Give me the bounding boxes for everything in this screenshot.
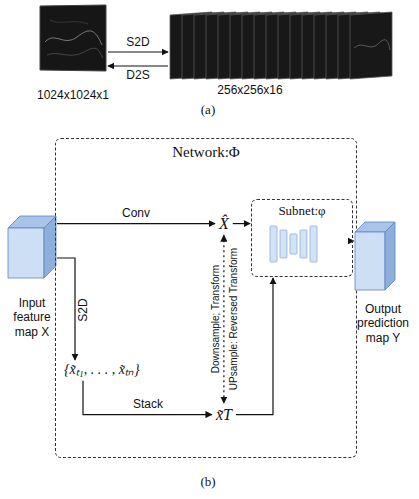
- network-frame: Network:Φ X̂ Subnet:φ {x̃ₜ₁, . . . , x̃ₜₙ} x…: [55, 138, 357, 458]
- panel-caption: (b): [199, 475, 216, 489]
- transform-label: UPsample: Reversed Transform: [227, 247, 238, 391]
- edge-label: S2D: [77, 296, 90, 323]
- layer-block: [300, 230, 307, 258]
- subnet-icon: [270, 226, 317, 262]
- frame-title: Network:Φ: [56, 143, 356, 161]
- dimension-label: 1024x1024x1: [28, 88, 118, 102]
- layer-block: [290, 234, 297, 254]
- frame-title: Subnet:φ: [252, 203, 352, 219]
- block-face: [355, 232, 385, 290]
- image-texture: [47, 48, 103, 58]
- image-texture: [50, 20, 88, 24]
- edge-label: Stack: [131, 398, 165, 411]
- input-image: 1024x1024x1: [40, 5, 106, 71]
- layer-block: [280, 230, 287, 258]
- arrow: [108, 65, 168, 66]
- transform-label: Downsample; Transform: [209, 264, 220, 374]
- arrow: [236, 278, 273, 415]
- feature-map-block: Input feature map X: [8, 216, 56, 278]
- edge-label: Conv: [120, 207, 152, 220]
- stack-frame: [350, 12, 392, 79]
- image-stack: 256x256x16: [170, 12, 392, 79]
- panel-caption: (a): [200, 103, 216, 117]
- block-label: Input feature map X: [5, 296, 59, 339]
- arrow: [57, 258, 75, 360]
- subnet-frame: Subnet:φ: [251, 199, 353, 277]
- math-node: x̃T: [213, 404, 235, 425]
- prediction-map-block: Output prediction map Y: [355, 222, 395, 290]
- dimension-label: 256x256x16: [200, 83, 300, 97]
- block-face: [8, 228, 44, 278]
- edge-label: S2D: [124, 36, 151, 49]
- math-symbol: {x̃ₜ₁, . . . , x̃ₜₙ}: [61, 361, 143, 380]
- block-label: Output prediction map Y: [352, 302, 414, 345]
- arrow: [108, 51, 168, 52]
- image-texture: [45, 31, 102, 45]
- layer-block: [270, 226, 277, 262]
- image-frame: [40, 5, 106, 71]
- image-texture: [354, 40, 390, 50]
- block-shape: [355, 222, 395, 290]
- block-face: [385, 222, 395, 290]
- edge-label: D2S: [124, 69, 151, 82]
- arrow: [57, 223, 215, 224]
- arrow: [233, 223, 250, 224]
- arrow: [83, 381, 212, 415]
- block-shape: [8, 216, 56, 278]
- math-node: {x̃ₜ₁, . . . , x̃ₜₙ}: [61, 361, 143, 380]
- image-stack-picture: [170, 12, 392, 79]
- math-node: X̂: [216, 213, 232, 234]
- math-symbol: X̂: [216, 213, 232, 234]
- math-symbol: x̃T: [213, 404, 235, 425]
- layer-block: [310, 226, 317, 262]
- input-image-picture: [40, 5, 106, 71]
- dotted-arrow: [223, 235, 224, 403]
